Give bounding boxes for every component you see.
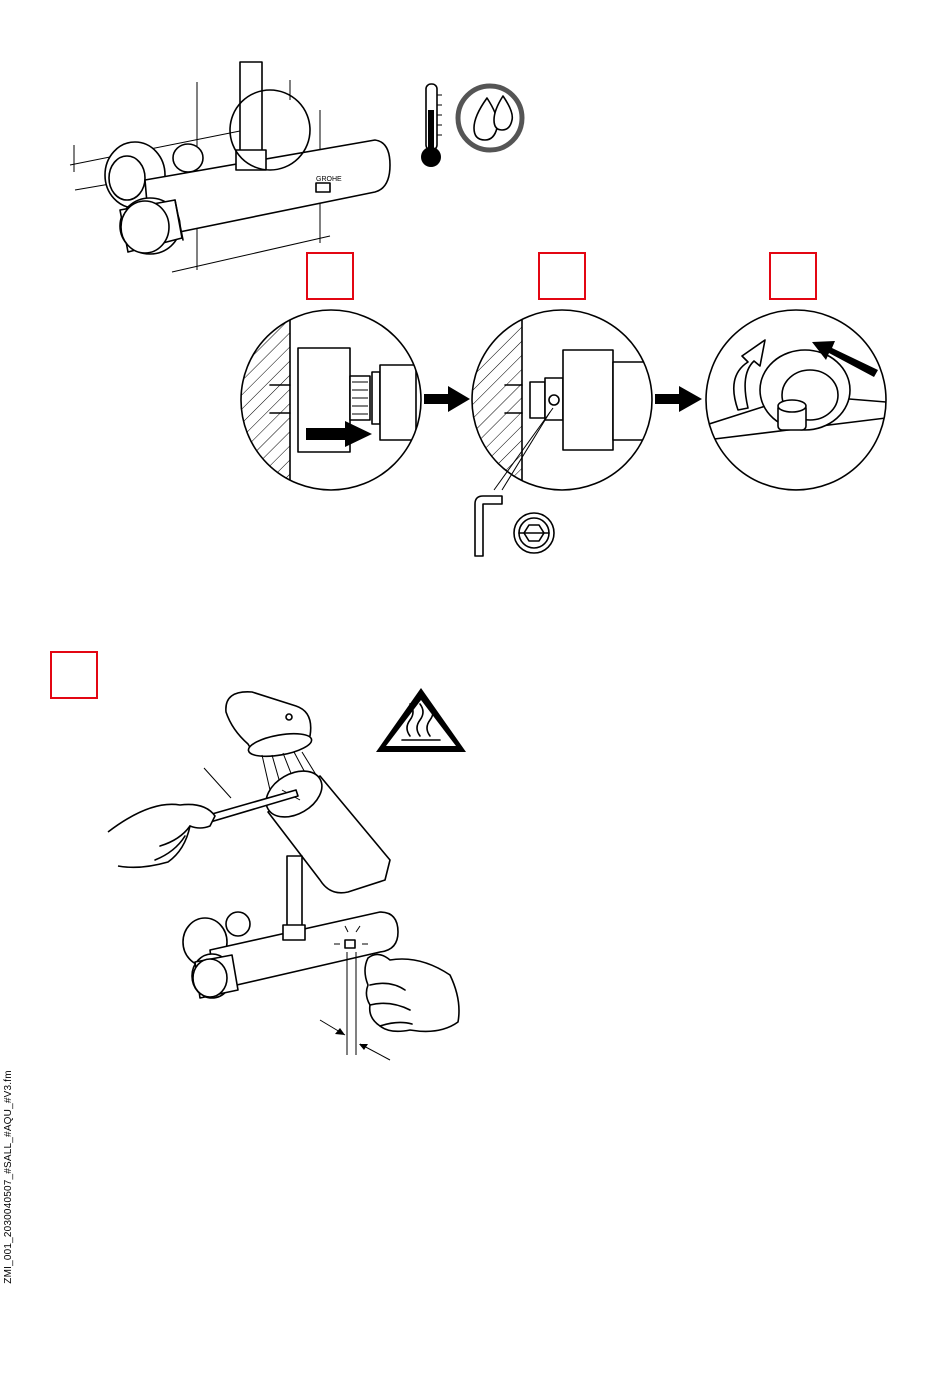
valve-brand-label: GROHE — [316, 176, 342, 183]
detail-circle-3 — [706, 310, 886, 490]
hand-adjusting — [365, 954, 459, 1031]
rotate-arrow-icon — [734, 340, 765, 410]
measuring-cup — [258, 762, 390, 893]
detail-circle-1 — [240, 310, 421, 490]
arrow-right-icon — [424, 386, 470, 412]
screw-head-icon — [514, 513, 554, 553]
thermometer-icon — [421, 84, 442, 167]
detail-circle-2 — [470, 310, 658, 490]
mixer-valve-top: GROHE — [70, 62, 390, 272]
water-drops-icon — [458, 86, 522, 150]
hot-surface-warning-icon — [376, 688, 466, 752]
arrow-right-icon-2 — [655, 386, 702, 412]
allen-key-icon — [475, 496, 502, 556]
hand-holding-thermometer — [108, 768, 298, 867]
